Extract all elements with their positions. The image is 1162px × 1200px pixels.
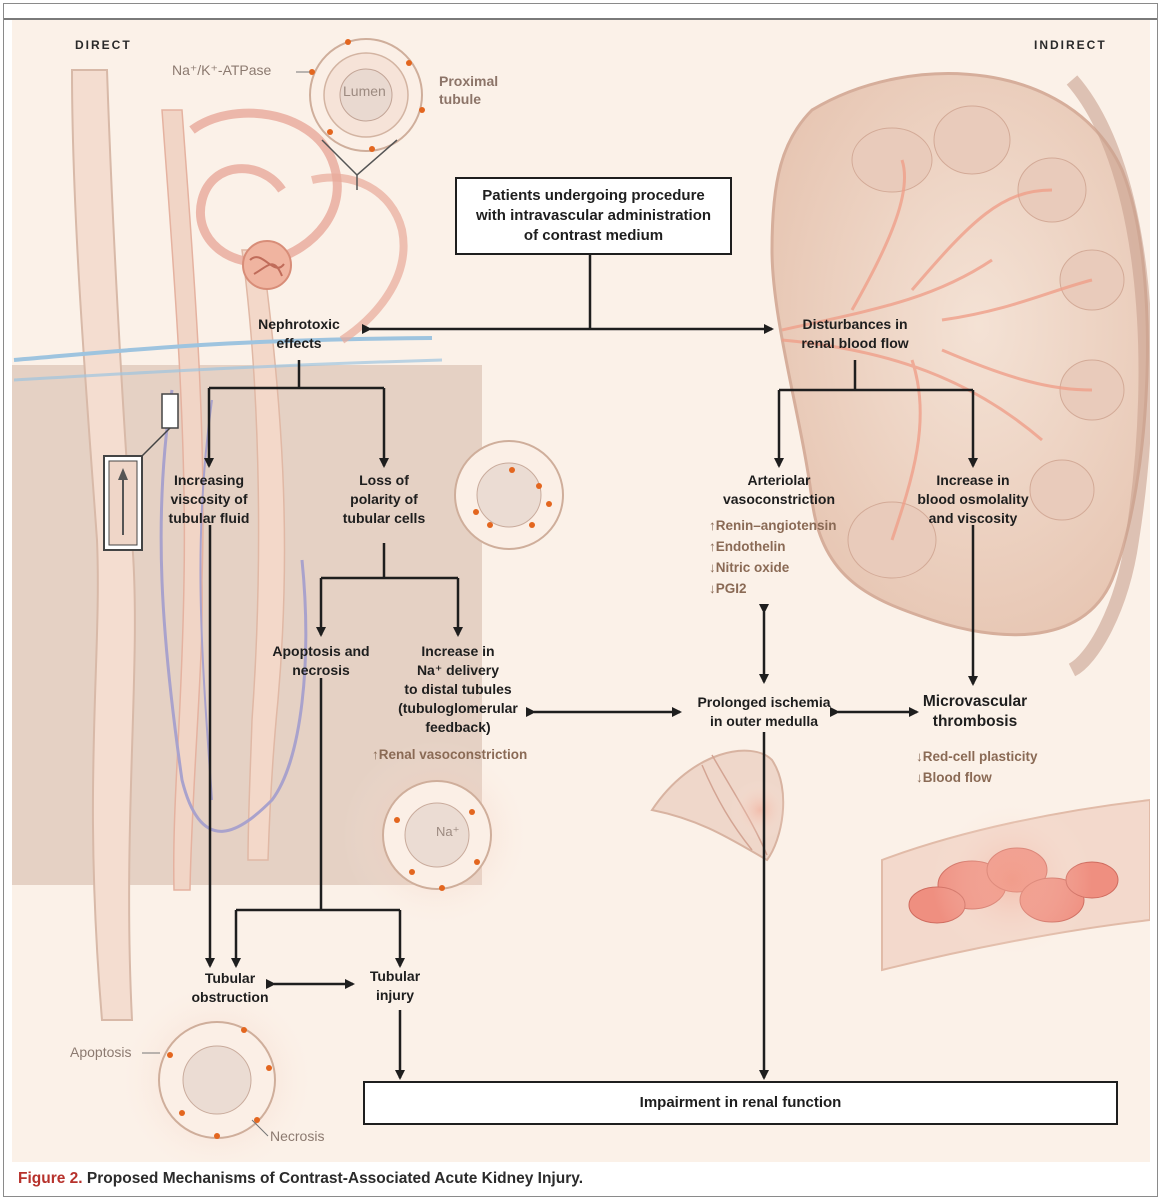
outcome-box: Impairment in renal function xyxy=(363,1081,1118,1125)
renal-vasoconstriction-text: ↑Renal vasoconstriction xyxy=(372,747,528,762)
figure-caption: Figure 2. Proposed Mechanisms of Contras… xyxy=(18,1170,583,1188)
direct-label: DIRECT xyxy=(75,38,132,52)
figure-number: Figure 2. xyxy=(18,1170,83,1187)
kidney-illustration xyxy=(770,72,1150,677)
polarity-cell-section xyxy=(454,440,564,550)
nephrotoxic-node: Nephrotoxic effects xyxy=(258,316,340,351)
disturbances-node: Disturbances in renal blood flow xyxy=(801,316,909,351)
ischemia-node: Prolonged ischemia in outer medulla xyxy=(697,694,831,729)
illustration-panel: DIRECT INDIRECT Na⁺/K⁺-ATPase Lumen Prox… xyxy=(12,20,1150,1162)
obstruction-node: Tubular obstruction xyxy=(191,970,269,1005)
thrombosis-vessel xyxy=(881,798,1150,972)
flow-arrows xyxy=(204,254,978,1080)
necrosis-label: Necrosis xyxy=(270,1128,325,1144)
apoptosis-label: Apoptosis xyxy=(70,1044,132,1060)
injury-node: Tubular injury xyxy=(369,968,421,1003)
background-illustration xyxy=(12,38,1150,1162)
injured-tubule-section xyxy=(117,980,317,1162)
medulla-illustration xyxy=(650,749,790,862)
pump-label: Na⁺/K⁺-ATPase xyxy=(172,62,272,78)
figure-title: Proposed Mechanisms of Contrast-Associat… xyxy=(82,1170,584,1187)
arteriolar-factors: ↑Renin–angiotensin ↑Endothelin ↓Nitric o… xyxy=(709,518,837,596)
proximal-tubule-section xyxy=(296,38,425,190)
thrombosis-factors: ↓Red-cell plasticity ↓Blood flow xyxy=(916,749,1038,785)
arteriolar-node: Arteriolar vasoconstriction xyxy=(722,472,836,507)
na-cell-label: Na⁺ xyxy=(436,824,460,839)
start-box: Patients undergoing procedure with intra… xyxy=(455,177,732,255)
top-rule xyxy=(4,4,1157,20)
na-delivery-node: Increase in Na⁺ delivery to distal tubul… xyxy=(398,643,518,735)
thrombosis-node: Microvascular thrombosis xyxy=(922,693,1028,730)
osmolality-node: Increase in blood osmolality and viscosi… xyxy=(917,472,1029,526)
na-cell-section xyxy=(342,740,532,930)
indirect-label: INDIRECT xyxy=(1034,38,1107,52)
viscosity-node: Increasing viscosity of tubular fluid xyxy=(168,472,250,526)
polarity-node: Loss of polarity of tubular cells xyxy=(342,472,426,526)
apoptosis-node: Apoptosis and necrosis xyxy=(272,643,370,678)
lumen-label: Lumen xyxy=(343,83,386,99)
figure-frame: DIRECT INDIRECT Na⁺/K⁺-ATPase Lumen Prox… xyxy=(3,3,1158,1197)
proximal-tubule-label: Proximal tubule xyxy=(439,73,499,107)
